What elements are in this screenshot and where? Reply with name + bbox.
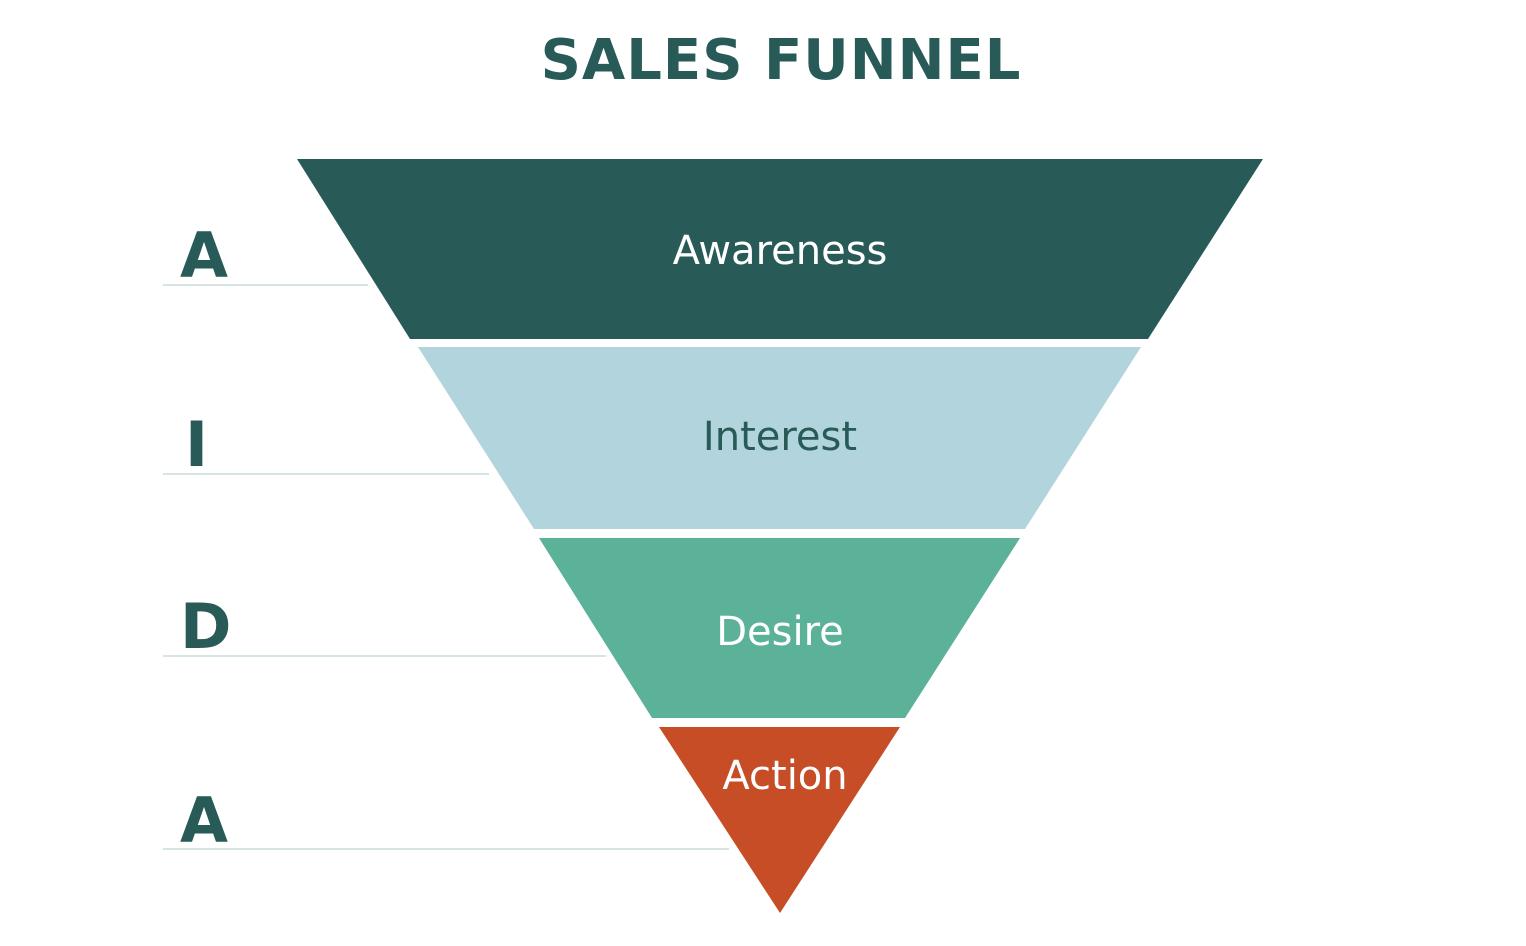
- funnel-stage-label-interest: Interest: [703, 414, 857, 460]
- funnel-stage-label-desire: Desire: [716, 609, 844, 655]
- funnel-stage-desire: [539, 538, 1020, 718]
- acronym-letter-action: A: [180, 784, 228, 857]
- acronym-letter-interest: I: [185, 408, 209, 481]
- guide-line-action: [163, 848, 729, 850]
- funnel-stage-interest: [418, 347, 1141, 529]
- funnel-stage-label-action: Action: [722, 753, 847, 799]
- acronym-letter-desire: D: [180, 590, 232, 663]
- guide-line-interest: [163, 473, 489, 475]
- funnel-stage-label-awareness: Awareness: [673, 228, 888, 274]
- funnel-stage-action: [659, 727, 900, 913]
- funnel-stage-awareness: [297, 159, 1263, 339]
- guide-line-desire: [163, 655, 606, 657]
- acronym-letter-awareness: A: [180, 219, 228, 292]
- page-title: SALES FUNNEL: [540, 28, 1022, 93]
- guide-line-awareness: [163, 284, 368, 286]
